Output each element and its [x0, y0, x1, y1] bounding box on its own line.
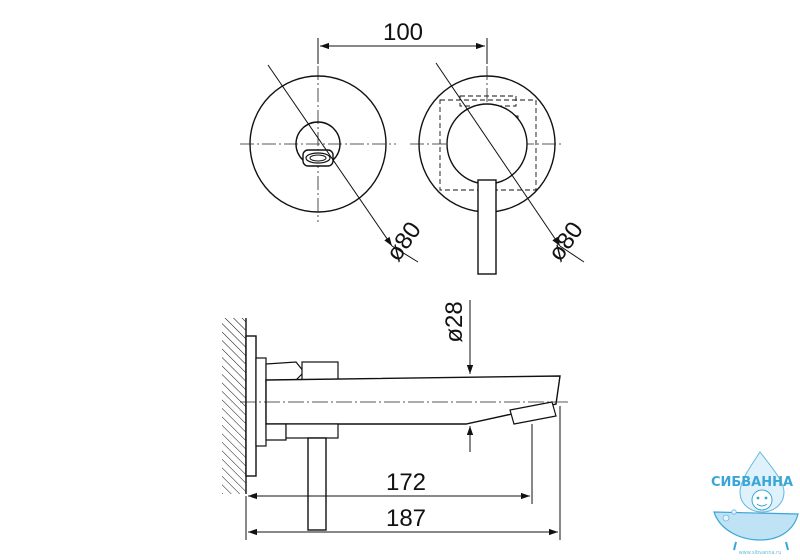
side-view	[222, 318, 568, 531]
dim-label-right-diameter: ø80	[543, 217, 589, 266]
brand-logo: СИБВАННА www.sibvanna.ru	[711, 451, 799, 556]
right-plate-front-view: ø80	[410, 62, 589, 275]
dim-label-top-spacing: 100	[383, 19, 423, 46]
dimension-top-spacing: 100	[317, 19, 488, 64]
dimension-spout-length: 172 187	[245, 406, 561, 540]
dim-label-spout-length-inner: 172	[386, 469, 426, 496]
logo-brand-text: СИБВАННА	[711, 475, 793, 490]
dim-label-left-diameter: ø80	[381, 217, 427, 266]
left-plate-front-view: ø80	[240, 64, 427, 266]
dim-label-spout-length-total: 187	[386, 505, 426, 532]
logo-url-text: www.sibvanna.ru	[739, 550, 782, 556]
dimension-spout-diameter: ø28	[441, 300, 474, 452]
dim-label-spout-diameter: ø28	[441, 301, 468, 342]
